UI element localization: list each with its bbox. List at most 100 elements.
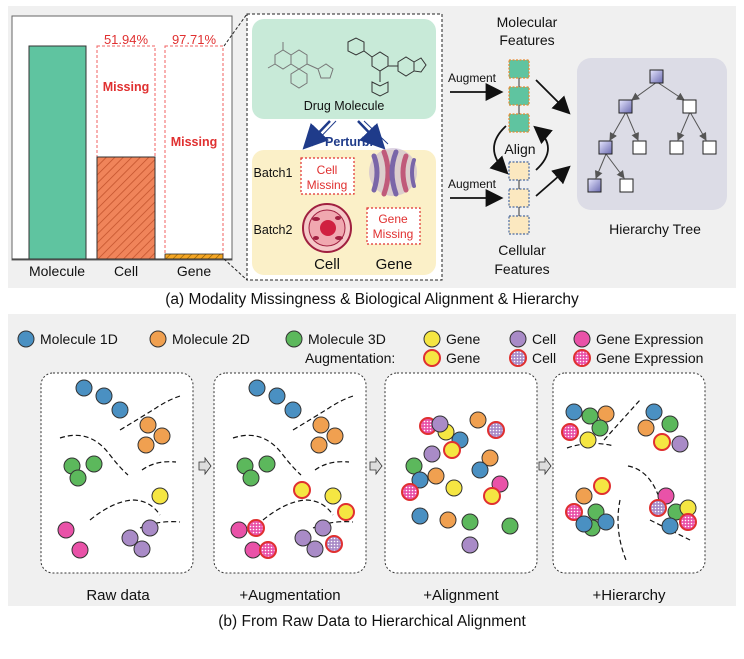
stage-arrow-1	[198, 456, 212, 476]
chromosome-icon	[369, 148, 417, 197]
molecule-3d-dot	[591, 419, 609, 437]
molecule-2d-dot	[439, 511, 457, 529]
tree-node	[587, 178, 602, 193]
tree-node	[619, 178, 634, 193]
augment-label-bottom: Augment	[448, 177, 497, 191]
gene-missing-line1: Gene	[378, 212, 408, 226]
legend-molecule-3d-icon	[285, 330, 303, 348]
stage-panel-alignment	[384, 372, 538, 574]
drug-molecule-box	[252, 19, 436, 119]
features-column: Molecular Features Cellular Features Aug…	[448, 14, 571, 277]
molecule-2d-dot	[427, 467, 445, 485]
gene-expression-dot-texture	[681, 515, 695, 529]
cell-dot	[294, 529, 312, 547]
legend-gene-expression: Gene Expression	[596, 331, 703, 347]
molecule-2d-dot	[137, 436, 155, 454]
zoom-line-top	[223, 13, 248, 47]
molecular-features-line1: Molecular	[497, 14, 558, 30]
drug-perturbation-panel: Drug Molecule Perturb. Batch1 Batch2 Cel…	[246, 13, 443, 281]
cellular-features-line1: Cellular	[498, 242, 546, 258]
stage-label-raw: Raw data	[86, 587, 150, 604]
arrow-to-tree-bottom	[535, 165, 571, 197]
molecule-3d-dot	[242, 469, 260, 487]
tree-node	[682, 99, 697, 114]
legend: Molecule 1D Molecule 2D Molecule 3D Gene…	[17, 330, 703, 367]
molecule-structure-icon-2	[347, 37, 427, 97]
gene-dot	[443, 441, 461, 459]
legend-molecule-1d: Molecule 1D	[40, 331, 118, 347]
gene-expression-dot	[244, 541, 262, 559]
category-molecule: Molecule	[29, 263, 85, 279]
legend-cell-icon	[509, 330, 527, 348]
legend-gene: Gene	[446, 331, 480, 347]
tree-node	[618, 99, 633, 114]
batch2-label: Batch2	[254, 223, 293, 237]
molecule-2d-dot	[153, 427, 171, 445]
gene-expression-dot-texture	[567, 505, 581, 519]
cell-missing-pct: 51.94%	[104, 32, 149, 47]
align-arrow-right	[533, 125, 553, 171]
gene-expression-dot-texture	[563, 425, 577, 439]
stage-dots	[57, 379, 697, 559]
align-arrow-left	[489, 125, 509, 175]
perturb-arrow-left	[302, 120, 331, 150]
molecule-1d-dot	[75, 379, 93, 397]
cell-dot	[121, 529, 139, 547]
molecule-1d-dot	[645, 403, 663, 421]
cell-dot	[133, 540, 151, 558]
molecule-1d-dot	[575, 515, 593, 533]
gene-expression-dot-texture	[249, 521, 263, 535]
gene-dot	[151, 487, 169, 505]
molecule-2d-dot	[312, 416, 330, 434]
arrow-to-tree-top	[535, 79, 571, 115]
cell-dot	[431, 415, 449, 433]
caption-b: (b) From Raw Data to Hierarchical Alignm…	[218, 613, 526, 630]
cell-dot	[461, 536, 479, 554]
tree-node	[598, 140, 613, 155]
molecular-features-line2: Features	[499, 32, 554, 48]
gene-expression-dot-texture	[403, 485, 417, 499]
gene-dot	[653, 433, 671, 451]
molecule-1d-dot	[411, 507, 429, 525]
molecule-3d-dot	[501, 517, 519, 535]
tree-background	[577, 58, 727, 210]
molecule-1d-dot	[565, 403, 583, 421]
molecule-2d-dot	[469, 411, 487, 429]
gene-expression-dot-texture	[421, 419, 435, 433]
cell-missing-label: Missing	[103, 80, 150, 94]
cell-dot	[671, 435, 689, 453]
gene-dot	[293, 481, 311, 499]
molecule-2d-dot	[139, 416, 157, 434]
cellular-features-line2: Features	[494, 261, 549, 277]
caption-a: (a) Modality Missingness & Biological Al…	[165, 291, 579, 308]
legend-molecule-2d: Molecule 2D	[172, 331, 250, 347]
gene-dot	[579, 431, 597, 449]
drug-molecule-label: Drug Molecule	[304, 99, 385, 113]
hierarchy-tree: Hierarchy Tree	[577, 58, 727, 237]
molecule-3d-dot	[258, 455, 276, 473]
molecule-1d-dot	[471, 461, 489, 479]
gene-missing-pct: 97.71%	[172, 32, 217, 47]
align-label: Align	[504, 141, 535, 157]
tree-node	[632, 140, 647, 155]
cell-missing-box	[300, 157, 355, 195]
stage-label-augmentation: +Augmentation	[239, 587, 340, 604]
molecule-2d-dot	[310, 436, 328, 454]
gene-expression-dot	[71, 541, 89, 559]
legend-aug-gene-expression: Gene Expression	[596, 350, 703, 366]
bar-gene-missing	[164, 45, 224, 260]
tree-node-root	[649, 69, 664, 84]
gene-missing-box	[366, 207, 421, 245]
molecule-3d-dot	[461, 513, 479, 531]
molecule-2d-dot	[575, 487, 593, 505]
legend-aug-gene-icon	[423, 349, 441, 367]
stage-arrow-3	[538, 456, 552, 476]
legend-cell: Cell	[532, 331, 556, 347]
gene-label: Gene	[376, 256, 413, 273]
gene-expression-dot-texture	[261, 543, 275, 557]
legend-molecule-1d-icon	[17, 330, 35, 348]
bar-gene	[164, 253, 224, 260]
molecule-1d-dot	[284, 401, 302, 419]
perturb-arrow-right	[357, 120, 386, 150]
